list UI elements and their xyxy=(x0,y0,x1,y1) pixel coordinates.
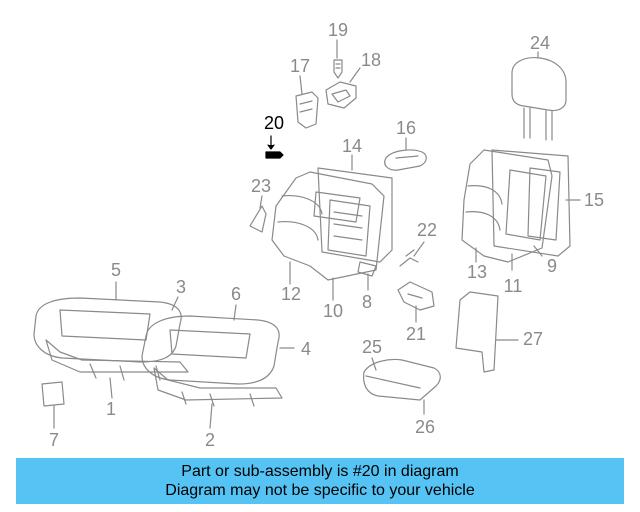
callout-14: 14 xyxy=(341,136,363,156)
callout-11: 11 xyxy=(503,276,523,296)
callout-5: 5 xyxy=(110,260,122,280)
callout-9: 9 xyxy=(546,256,558,276)
bracket-part-21 xyxy=(397,281,435,311)
cap-part-7 xyxy=(41,381,65,407)
hook-part-22 xyxy=(399,249,419,267)
callout-23: 23 xyxy=(250,176,272,196)
callout-2: 2 xyxy=(204,430,216,450)
armrest-part-26 xyxy=(363,358,441,401)
callout-19: 19 xyxy=(327,20,349,40)
callout-13: 13 xyxy=(466,262,488,282)
callout-24: 24 xyxy=(529,33,551,53)
cover-part-16 xyxy=(384,149,427,171)
bracket-part-19 xyxy=(333,59,343,79)
callout-1: 1 xyxy=(105,399,117,419)
seat-cushion-right-part xyxy=(141,315,283,407)
callout-10: 10 xyxy=(322,301,344,321)
info-banner: Part or sub-assembly is #20 in diagram D… xyxy=(16,458,624,504)
callout-6: 6 xyxy=(230,284,242,304)
callout-22: 22 xyxy=(416,220,438,240)
callout-7: 7 xyxy=(48,430,60,450)
headrest-part xyxy=(511,57,567,141)
callout-16: 16 xyxy=(395,118,417,138)
hinge-cover-part-17 xyxy=(295,91,319,129)
banner-line-2: Diagram may not be specific to your vehi… xyxy=(165,482,475,499)
callout-8: 8 xyxy=(361,292,373,312)
callout-26: 26 xyxy=(414,417,436,437)
callout-17: 17 xyxy=(289,56,311,76)
callout-15: 15 xyxy=(583,190,605,210)
banner-line-1: Part or sub-assembly is #20 in diagram xyxy=(181,463,459,480)
clip-part-20 xyxy=(265,135,284,159)
seat-cushion-left-part xyxy=(33,297,189,381)
callout-12: 12 xyxy=(280,284,302,304)
callout-4: 4 xyxy=(300,339,312,359)
callout-25: 25 xyxy=(361,337,383,357)
callout-18: 18 xyxy=(360,50,382,70)
trim-part-23 xyxy=(249,205,267,233)
leader-lines xyxy=(53,39,581,429)
latch-part-8 xyxy=(357,261,377,277)
seat-back-center-part xyxy=(271,167,393,281)
callout-20: 20 xyxy=(263,113,285,133)
side-panel-part-27 xyxy=(455,291,499,373)
bracket-part-18 xyxy=(325,81,357,109)
seat-back-right-part xyxy=(461,149,571,263)
callout-21: 21 xyxy=(405,324,427,344)
callout-27: 27 xyxy=(522,329,544,349)
callout-3: 3 xyxy=(175,277,187,297)
